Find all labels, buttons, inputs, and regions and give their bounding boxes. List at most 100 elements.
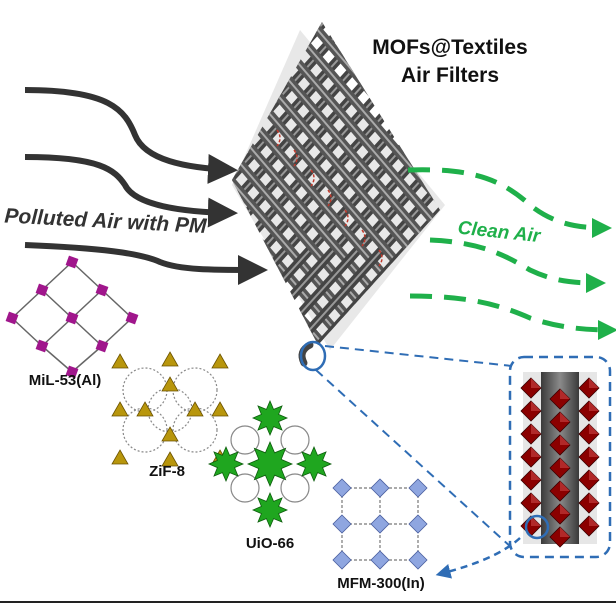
uio66-pore <box>230 473 260 503</box>
mfm300-node <box>408 478 428 498</box>
zif8-node <box>111 353 129 369</box>
uio66-cluster <box>295 445 333 483</box>
mof-crystal-facet <box>560 481 570 491</box>
mesh-fiber-b-shine <box>232 22 440 345</box>
mil53-linker <box>41 345 73 373</box>
mil53-node <box>125 311 139 325</box>
mil53-linker <box>41 317 73 347</box>
mof-crystal-facet <box>589 447 599 457</box>
mfm300-node <box>370 514 390 534</box>
mesh-fiber-b-shine <box>232 22 440 345</box>
mof-crystal-facet <box>531 401 541 411</box>
mfm300-node <box>408 550 428 570</box>
fiber-highlight-circle <box>524 514 550 540</box>
mil53-node <box>65 365 79 379</box>
zif8-node <box>111 401 129 417</box>
mfm300-node <box>332 478 352 498</box>
mof-crystal-facet <box>531 470 541 480</box>
mil53-linker <box>71 317 103 347</box>
mfm300-node <box>370 550 390 570</box>
mesh-fiber-a-shine <box>232 22 440 345</box>
mil53-linker <box>41 289 73 319</box>
mof-crystal-facet <box>531 447 541 457</box>
zoom-source-circle <box>299 340 327 372</box>
inflow-arrow-1 <box>24 87 238 184</box>
zif8-node <box>161 426 179 442</box>
mof-coating-trace <box>310 169 315 187</box>
mil53-node <box>95 339 109 353</box>
mil53-linker <box>101 317 133 347</box>
outflow-arrow-3 <box>409 293 616 340</box>
zoom-return-arrow <box>435 537 521 579</box>
mof-label-mil53: MiL-53(Al) <box>29 372 102 389</box>
mof-crystal-facet <box>589 470 599 480</box>
mof-crystal-facet <box>560 412 570 422</box>
mof-label-zif8: ZiF-8 <box>149 463 185 480</box>
zoom-box <box>508 355 612 559</box>
inflow-arrow-3 <box>24 242 268 285</box>
zif8-node <box>111 449 129 465</box>
mesh-fiber-a-shine <box>291 22 440 345</box>
mof-crystal-facet <box>531 424 541 434</box>
mesh-fiber-b-shine <box>232 22 440 345</box>
mesh-fiber-a-shine <box>232 22 440 345</box>
mil53-linker <box>71 345 103 373</box>
mil53-node <box>35 339 49 353</box>
mof-mil53-structure <box>5 255 139 379</box>
mil53-node <box>95 283 109 297</box>
zif8-node <box>161 351 179 367</box>
zif8-node <box>211 401 229 417</box>
mof-coating-trace <box>378 249 383 267</box>
mesh-fiber-b-shine <box>232 22 440 345</box>
mof-coating-trace <box>361 229 366 247</box>
inflow-arrow-2 <box>24 154 238 228</box>
uio66-center-cluster <box>246 440 294 488</box>
mil53-linker <box>11 317 43 347</box>
mil53-node <box>65 311 79 325</box>
mof-crystal-facet <box>560 435 570 445</box>
zoom-callout <box>299 340 612 579</box>
mof-crystal-facet <box>531 378 541 388</box>
mof-mfm300-structure <box>332 478 428 570</box>
mfm300-node <box>408 514 428 534</box>
mesh-fiber-b-shine <box>232 22 440 345</box>
zif8-node <box>161 376 179 392</box>
mof-crystals <box>520 377 600 548</box>
zif8-node <box>186 401 204 417</box>
mfm300-node <box>332 550 352 570</box>
outflow-arrow-1 <box>407 167 612 238</box>
mil53-linker <box>71 261 103 291</box>
mfm300-node <box>370 478 390 498</box>
mesh-fiber-a-shine <box>243 22 440 345</box>
inflow-arrows <box>24 87 268 285</box>
mof-coating-trace <box>293 149 298 167</box>
mil53-linker <box>11 289 43 319</box>
mof-crystal-facet <box>531 493 541 503</box>
mil53-node <box>5 311 19 325</box>
outflow-arrow-2 <box>429 237 606 293</box>
mof-crystal-facet <box>589 493 599 503</box>
zif8-node <box>136 401 154 417</box>
mil53-node <box>65 255 79 269</box>
uio66-pore <box>280 473 310 503</box>
zif8-cage <box>122 407 168 453</box>
mof-label-uio66: UiO-66 <box>246 535 294 552</box>
mfm300-node <box>332 514 352 534</box>
mof-crystal-facet <box>560 389 570 399</box>
mof-crystal-facet <box>589 424 599 434</box>
zoom-line-top <box>324 345 513 367</box>
mil53-linker <box>71 289 103 319</box>
uio66-pore <box>280 425 310 455</box>
mesh-fiber-a-shine <box>232 22 437 345</box>
mil53-node <box>35 283 49 297</box>
mof-zif8-structure <box>111 351 229 467</box>
mof-crystal-facet <box>560 504 570 514</box>
uio66-cluster <box>251 491 289 529</box>
mof-crystal-facet <box>589 516 599 526</box>
zif8-cage <box>172 407 218 453</box>
mof-crystal-facet <box>589 401 599 411</box>
mof-crystal-facet <box>560 527 570 537</box>
mof-uio66-structure <box>207 399 333 529</box>
